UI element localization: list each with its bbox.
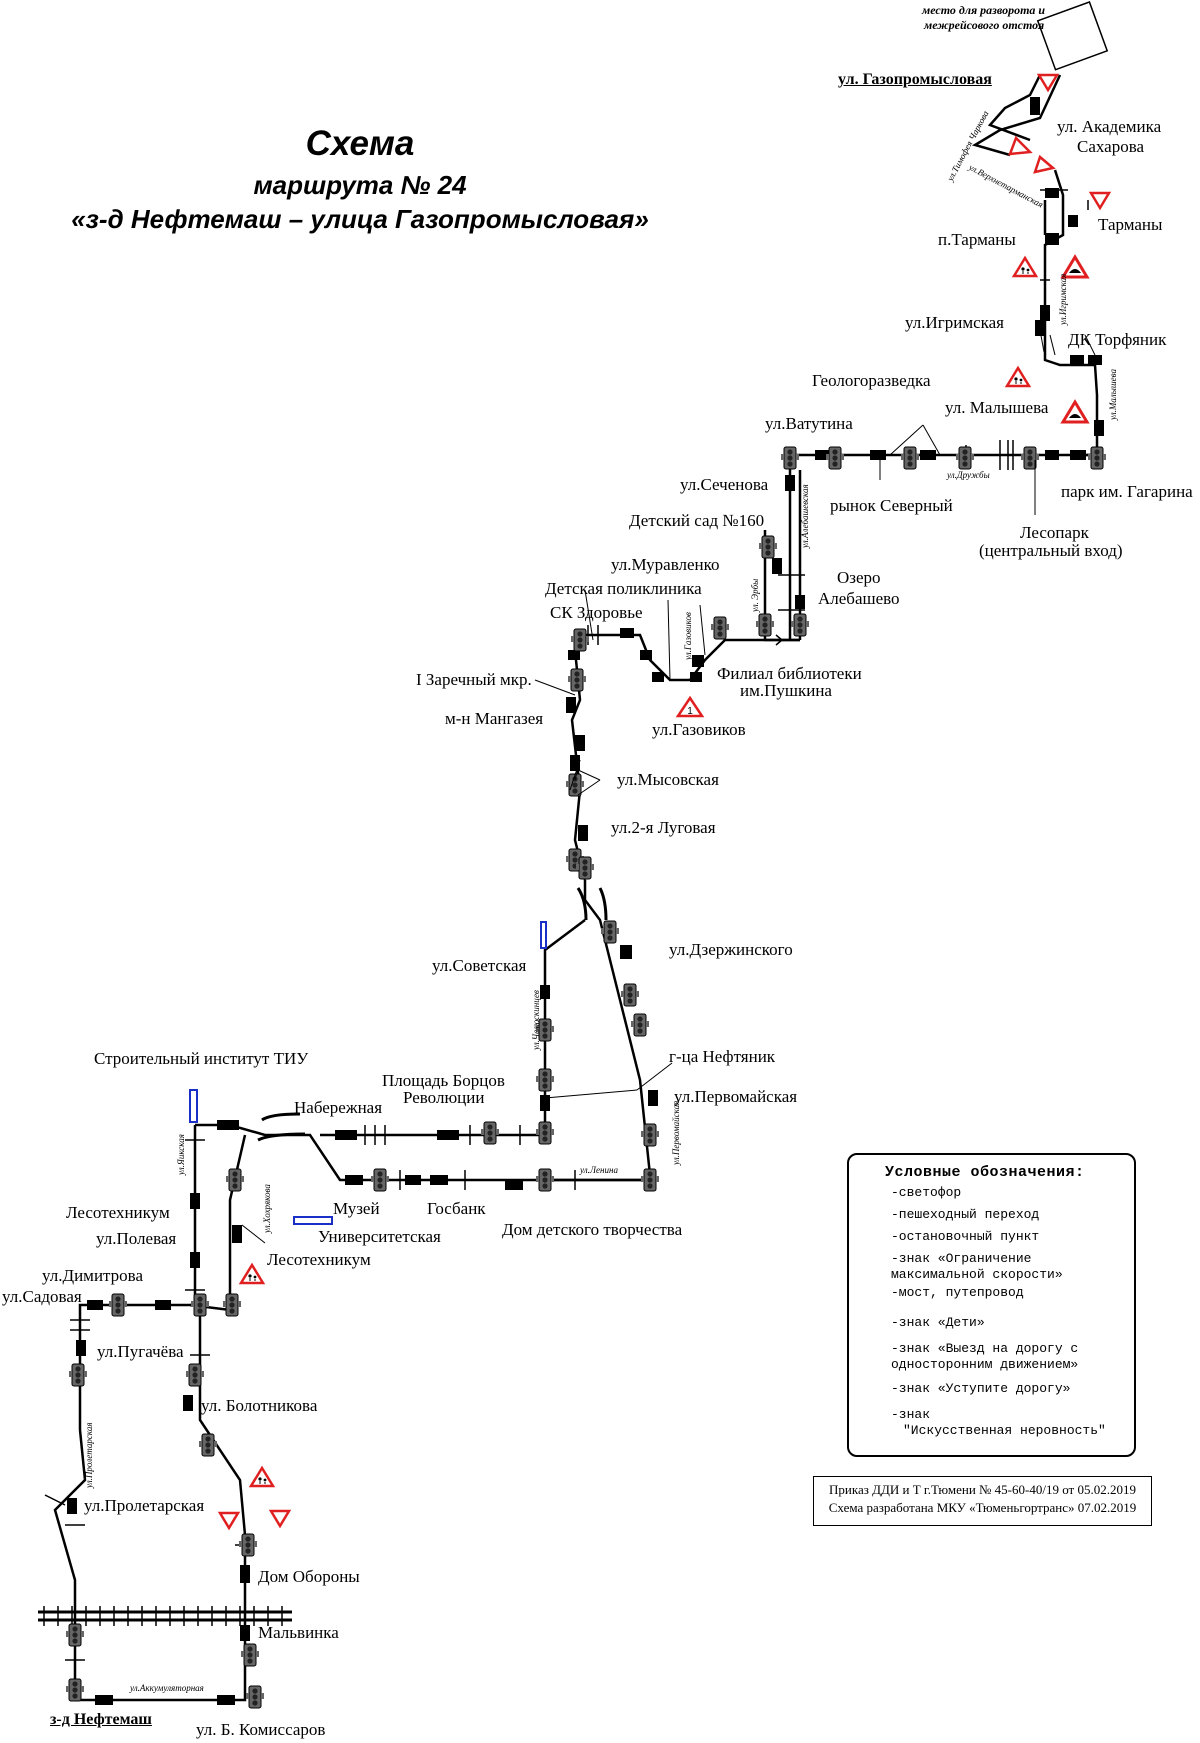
order-line-2: Схема разработана МКУ «Тюменьгортранс» 0… <box>828 1500 1137 1515</box>
legend-item-bump-1: -знак <box>891 1407 931 1422</box>
legend-item-bump-2: "Искусственная неровность" <box>903 1423 1106 1438</box>
leader-lines <box>241 329 1096 1244</box>
railway-ties <box>43 1606 283 1626</box>
stop-malvinka: Мальвинка <box>258 1623 339 1642</box>
street-alebashevskaya: ул.Алебашевская <box>800 484 810 548</box>
direction-arrow <box>760 634 784 646</box>
stop-gazovikov: ул.Газовиков <box>652 720 746 739</box>
turnaround-label-2: межрейсового отстоя <box>924 18 1045 32</box>
street-proletarskaya: ул.Пролетарская <box>84 1422 94 1488</box>
page-subtitle: маршрута № 24 <box>253 170 467 200</box>
stop-polevaya: ул.Полевая <box>96 1229 177 1248</box>
stop-b-komissarov: ул. Б. Комиссаров <box>196 1720 326 1739</box>
stop-gca-neftyanik: г-ца Нефтяник <box>669 1047 776 1066</box>
stop-proletarskaya: ул.Пролетарская <box>84 1496 205 1515</box>
stop-mangazeya: м-н Мангазея <box>445 709 544 728</box>
street-lenina: ул.Ленина <box>580 1165 618 1175</box>
stop-naberezhnaya: Набережная <box>294 1098 383 1117</box>
stop-akademika-2: Сахарова <box>1077 137 1145 156</box>
stop-filial-1: Филиал библиотеки <box>717 664 862 683</box>
stop-muravlenko: ул.Муравленко <box>611 555 720 574</box>
stop-markers <box>67 97 1104 1705</box>
stop-universitetskaya: Университетская <box>318 1227 441 1246</box>
stop-ploshchad-2: Революции <box>403 1088 485 1107</box>
speed-limit-sign: 1 <box>675 695 705 718</box>
stop-lesotekhnikum-right: Лесотехникум <box>267 1250 371 1269</box>
turnaround-box <box>1036 1 1109 71</box>
stop-lesopark-2: (центральный вход) <box>979 541 1123 560</box>
legend-item-stop: -остановочный пункт <box>891 1229 1040 1244</box>
street-gazovikov: ул.Газовиков <box>683 612 693 660</box>
street-malysheva: ул.Малышева <box>1108 369 1118 420</box>
stop-sechenova: ул.Сеченова <box>680 475 769 494</box>
page-title: Схема <box>305 124 415 163</box>
stop-park-gagarina: парк им. Гагарина <box>1061 482 1193 501</box>
stop-sovetskaya: ул.Советская <box>432 956 527 975</box>
stop-pugacheva: ул.Пугачёва <box>97 1342 184 1361</box>
stop-geologorazvedka: Геологоразведка <box>812 371 931 390</box>
street-yaskaya: ул.Яикская <box>176 1134 186 1175</box>
stop-gosbank: Госбанк <box>427 1199 486 1218</box>
stop-dom-oborony: Дом Обороны <box>258 1567 360 1586</box>
legend-item-oneway-2: односторонним движением» <box>891 1357 1079 1372</box>
stop-zavod-neftemash: з-д Нефтемаш <box>50 1711 152 1728</box>
route-name: «з-д Нефтемаш – улица Газопромысловая» <box>71 204 649 234</box>
street-erby: ул. Эрбы <box>750 578 760 612</box>
stop-tarmany: Тарманы <box>1098 215 1163 234</box>
legend-item-speed-2: максимальной скорости» <box>891 1267 1063 1282</box>
legend-item-speed-1: -знак «Ограничение <box>891 1251 1032 1266</box>
stop-rynok-severny: рынок Северный <box>830 496 953 515</box>
legend-item-kids: -знак «Дети» <box>891 1315 985 1330</box>
stop-stroit-institut: Строительный институт ТИУ <box>94 1049 309 1068</box>
legend-item-bridge: -мост, путепровод <box>891 1285 1024 1300</box>
railway <box>38 1610 292 1622</box>
stop-igrimskaya: ул.Игримская <box>905 313 1005 332</box>
stop-p-tarmany: п.Тарманы <box>938 230 1016 249</box>
stop-bolotnikova: ул. Болотникова <box>201 1396 318 1415</box>
legend-heading: Условные обозначения: <box>885 1164 1085 1181</box>
stop-dimitrova: ул.Димитрова <box>42 1266 144 1285</box>
legend-item-crossing: -пешеходный переход <box>891 1207 1040 1222</box>
order-line-1: Приказ ДДИ и Т г.Тюмени № 45-60-40/19 от… <box>829 1482 1136 1497</box>
legend-item-giveway: -знак «Уступите дорогу» <box>891 1381 1071 1396</box>
street-druzhby: ул.Дружбы <box>947 470 990 480</box>
street-igrimskaya: ул.Игримская <box>1058 273 1068 325</box>
stop-akademika-1: ул. Академика <box>1057 117 1162 136</box>
stop-mysovskaya: ул.Мысовская <box>617 770 719 789</box>
stop-lesotekhnikum-left: Лесотехникум <box>66 1203 170 1222</box>
turnaround-label-1: место для разворота и <box>922 3 1046 17</box>
legend: Условные обозначения: -светофор -пешеход… <box>847 1153 1136 1457</box>
stop-detsad-160: Детский сад №160 <box>629 511 765 530</box>
stop-malysheva: ул. Малышева <box>945 398 1049 417</box>
stop-vatutina: ул.Ватутина <box>765 414 853 433</box>
stop-gazopromyslovaya: ул. Газопромысловая <box>838 71 992 88</box>
stop-dk-torfyanik: ДК Торфяник <box>1068 330 1167 349</box>
order-note: Приказ ДДИ и Т г.Тюмени № 45-60-40/19 от… <box>813 1476 1152 1526</box>
stop-sk-zdorovie: СК Здоровье <box>550 603 643 622</box>
street-pervomayskaya: ул.Первомайская <box>671 1100 681 1165</box>
speed-limit-value: 1 <box>687 706 693 717</box>
stop-lugovaya: ул.2-я Луговая <box>611 818 716 837</box>
stop-lesopark-1: Лесопарк <box>1020 523 1089 542</box>
stop-ploshchad-1: Площадь Борцов <box>382 1071 505 1090</box>
oneway-signs <box>189 921 547 1225</box>
stop-det-poliklinika: Детская поликлиника <box>545 579 702 598</box>
stop-ozero-2: Алебашево <box>818 589 900 608</box>
stop-ozero-1: Озеро <box>837 568 881 587</box>
legend-item-traffic-light: -светофор <box>891 1185 962 1200</box>
street-akkumulyatornaya: ул.Аккумуляторная <box>130 1683 204 1693</box>
yield-upward-signs <box>1008 135 1056 174</box>
stop-pervomayskaya: ул.Первомайская <box>674 1087 798 1106</box>
street-chelyuskintsev: ул.Челюскинцев <box>531 990 541 1050</box>
stop-dom-tvorchestva: Дом детского творчества <box>502 1220 683 1239</box>
stop-filial-2: им.Пушкина <box>740 681 832 700</box>
stop-zarechny: I Заречный мкр. <box>416 670 532 689</box>
stop-muzey: Музей <box>333 1199 380 1218</box>
bridge <box>257 887 608 1142</box>
stop-sadovaya: ул.Садовая <box>2 1287 82 1306</box>
legend-item-oneway-1: -знак «Выезд на дорогу с <box>891 1341 1079 1356</box>
stop-dzerzhinskogo: ул.Дзержинского <box>669 940 793 959</box>
street-hokhryakova: ул.Хохрякова <box>262 1184 272 1233</box>
